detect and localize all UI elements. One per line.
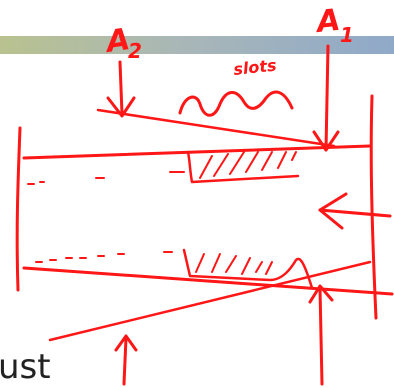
lower-slot-hatching [195, 253, 273, 275]
upper-slot-hatching [199, 151, 297, 179]
label-a1: A [313, 3, 342, 40]
flow-arrow-shaft [318, 208, 392, 218]
lower-dashed-marks [35, 251, 173, 263]
a1-arrow-shaft [324, 44, 330, 152]
throat-up-arrow-shaft [318, 286, 324, 386]
upper-slot-outline [186, 150, 300, 184]
lower-up-arrow-head [114, 334, 138, 352]
outer-upper-slant-line [96, 108, 336, 148]
upper-dashed-marks [27, 177, 105, 185]
lower-duct-wall [22, 266, 394, 296]
left-boundary-line [15, 126, 22, 292]
outer-lower-slant-line [48, 260, 372, 342]
slide-body-text: ust [0, 347, 51, 387]
a1-arrow-head [312, 130, 340, 152]
slide-header-bar [0, 36, 394, 54]
label-a2-subscript: 2 [128, 39, 142, 63]
lower-up-arrow-shaft [122, 336, 128, 386]
flow-arrow-head [318, 192, 348, 230]
label-a1-subscript: 1 [340, 23, 354, 47]
lower-slot-outline [182, 248, 314, 290]
upper-duct-wall [22, 144, 372, 160]
label-slots: slots [232, 56, 277, 79]
a2-arrow-head [106, 96, 136, 118]
slots-wave-mark [178, 90, 294, 117]
throat-up-arrow-head [308, 284, 334, 304]
right-boundary-line [369, 94, 378, 320]
a2-arrow-shaft [118, 60, 124, 116]
